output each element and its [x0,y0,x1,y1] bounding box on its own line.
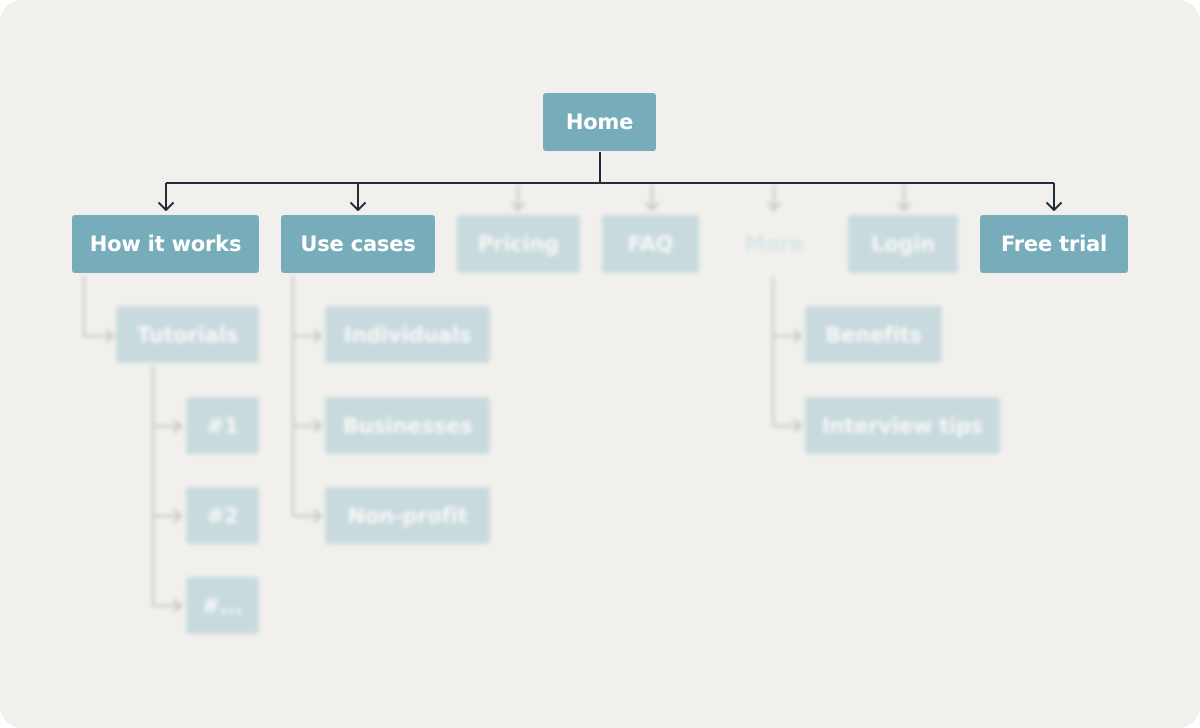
node-tutorial-2[interactable]: #2 [186,487,259,544]
arrowhead-free-trial [1046,202,1062,211]
node-businesses[interactable]: Businesses [325,397,490,454]
node-tutorial-more[interactable]: #... [186,577,259,634]
node-login[interactable]: Login [848,215,958,273]
node-home[interactable]: Home [543,93,656,151]
arrowhead-how-it-works [158,202,174,211]
node-non-profit[interactable]: Non-profit [325,487,490,544]
connector-tutorials [83,276,112,337]
arrowhead-use-cases [350,202,366,211]
node-free-trial[interactable]: Free trial [980,215,1128,273]
node-tutorials[interactable]: Tutorials [116,306,259,363]
node-interview-tips[interactable]: Interview tips [805,397,1000,454]
node-more[interactable]: More [744,232,804,256]
node-use-cases[interactable]: Use cases [281,215,435,273]
node-individuals[interactable]: Individuals [325,306,490,363]
node-benefits[interactable]: Benefits [805,306,942,363]
node-faq[interactable]: FAQ [602,215,699,273]
node-pricing[interactable]: Pricing [457,215,580,273]
node-how-it-works[interactable]: How it works [72,215,259,273]
node-tutorial-1[interactable]: #1 [186,397,259,454]
